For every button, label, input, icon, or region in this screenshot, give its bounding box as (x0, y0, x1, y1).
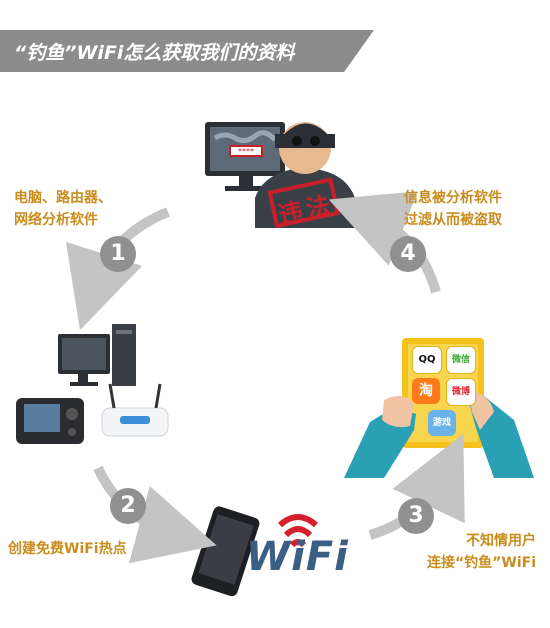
header-banner: “钓鱼”WiFi怎么获取我们的资料 (0, 30, 374, 72)
svg-text:****: **** (238, 147, 254, 156)
step-4-number: 4 (390, 236, 426, 272)
app-icon-wechat: 微信 (446, 346, 476, 374)
app-icon-qq: QQ (412, 346, 442, 374)
app-icon-game: 游戏 (428, 410, 456, 436)
hacker-illustration: **** (205, 122, 355, 229)
page-title: “钓鱼”WiFi怎么获取我们的资料 (14, 42, 295, 64)
step-3-caption: 不知情用户 连接“钓鱼”WiFi (426, 533, 536, 571)
step-2-caption: 创建免费WiFi热点 (8, 541, 127, 557)
computer-router-illustration (16, 324, 169, 444)
step-4-caption: 信息被分析软件 过滤从而被盗取 (404, 190, 502, 228)
step-1-caption: 电脑、路由器、 网络分析软件 (14, 190, 112, 228)
wifi-logo: WiFi (246, 534, 349, 580)
step-1-number: 1 (100, 236, 136, 272)
app-icon-taobao: 淘 (412, 378, 440, 404)
step-2-number: 2 (110, 488, 146, 524)
step-3-number: 3 (398, 498, 434, 534)
app-icon-weibo: 微博 (446, 378, 476, 406)
